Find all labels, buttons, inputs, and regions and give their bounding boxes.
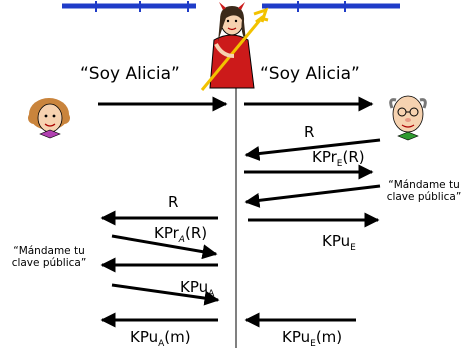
alice-face-icon <box>28 98 70 139</box>
arrow-bob-r <box>244 138 381 161</box>
label-kpr-a: KPrA(R) <box>154 224 208 245</box>
bob-face-icon <box>389 95 427 141</box>
label-request-right: “Mándame tu clave pública” <box>386 179 462 203</box>
label-request-left: “Mándame tu clave pública” <box>11 245 87 269</box>
arrow-kpr-a <box>111 234 218 260</box>
arrow-bob-request <box>244 184 381 208</box>
label-kpu-e-m: KPuE(m) <box>282 328 343 349</box>
label-r-to-alice: R <box>168 193 179 211</box>
label-kpu-a: KPuA <box>180 278 215 299</box>
label-kpu-a-m: KPuA(m) <box>130 328 191 349</box>
label-soy-alicia-left: “Soy Alicia” <box>80 64 180 84</box>
trudy-devil-icon <box>200 2 269 91</box>
arrow-kpu-a <box>111 283 220 306</box>
label-r-from-bob: R <box>304 123 315 141</box>
label-soy-alicia-right: “Soy Alicia” <box>260 64 360 84</box>
top-bar <box>62 1 400 12</box>
label-kpr-e: KPrE(R) <box>312 148 365 169</box>
label-kpu-e: KPuE <box>322 232 356 253</box>
